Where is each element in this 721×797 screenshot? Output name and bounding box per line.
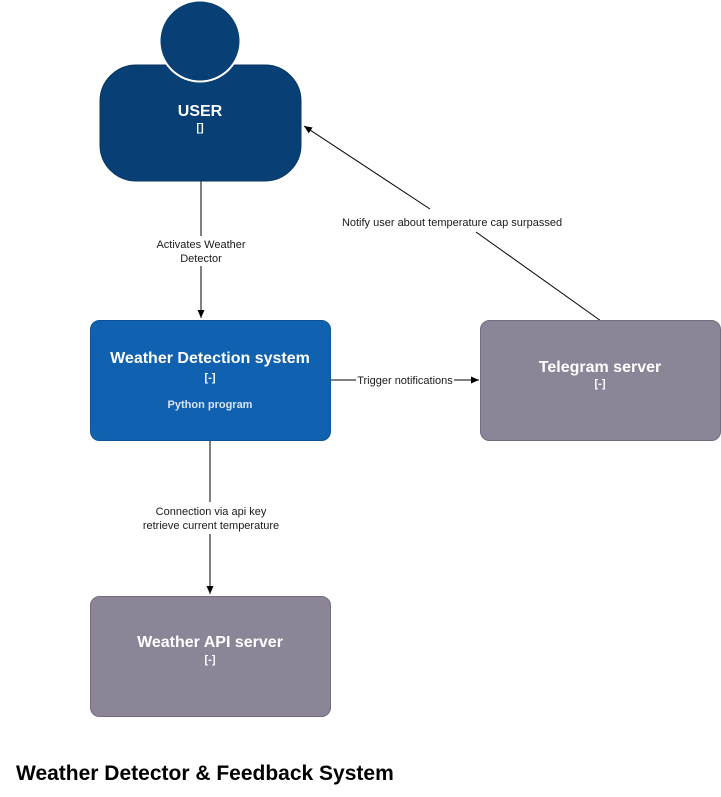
- node-title: Weather Detection system: [110, 350, 310, 367]
- edge-label: Activates Weather: [156, 239, 245, 251]
- node-tag: []: [196, 122, 204, 134]
- edge-label: Trigger notifications: [357, 375, 453, 387]
- node-description: Python program: [168, 399, 253, 411]
- edge-arrow: [303, 125, 431, 210]
- edge-label: retrieve current temperature: [143, 520, 279, 532]
- node-telegram-server[interactable]: Telegram server [-]: [480, 320, 721, 441]
- architecture-diagram: Activates Weather Detector Trigger notif…: [90, 0, 721, 717]
- node-title: Telegram server: [539, 359, 661, 376]
- edge-user-to-detection: Activates Weather Detector: [156, 181, 246, 318]
- edge-line: [475, 231, 602, 322]
- node-tag: [-]: [205, 372, 216, 384]
- edge-label: Notify user about temperature cap surpas…: [342, 217, 562, 229]
- node-title: Weather API server: [137, 634, 283, 651]
- node-tag: [-]: [205, 654, 216, 666]
- diagram-title: Weather Detector & Feedback System: [16, 762, 394, 785]
- edge-label: Connection via api key: [156, 506, 267, 518]
- node-weather-api-server[interactable]: Weather API server [-]: [90, 596, 331, 717]
- edge-telegram-to-user: Notify user about temperature cap surpas…: [303, 125, 602, 322]
- node-shape: [90, 320, 331, 441]
- edge-detection-to-api: Connection via api key retrieve current …: [143, 441, 279, 594]
- node-weather-detection-system[interactable]: Weather Detection system [-] Python prog…: [90, 320, 331, 441]
- node-title: USER: [178, 103, 223, 120]
- node-shape: [90, 596, 331, 717]
- edge-detection-to-telegram: Trigger notifications: [331, 375, 479, 387]
- person-head-shape: [158, 0, 242, 83]
- node-user[interactable]: USER []: [99, 0, 302, 182]
- edge-label: Detector: [180, 253, 222, 265]
- node-tag: [-]: [595, 378, 606, 390]
